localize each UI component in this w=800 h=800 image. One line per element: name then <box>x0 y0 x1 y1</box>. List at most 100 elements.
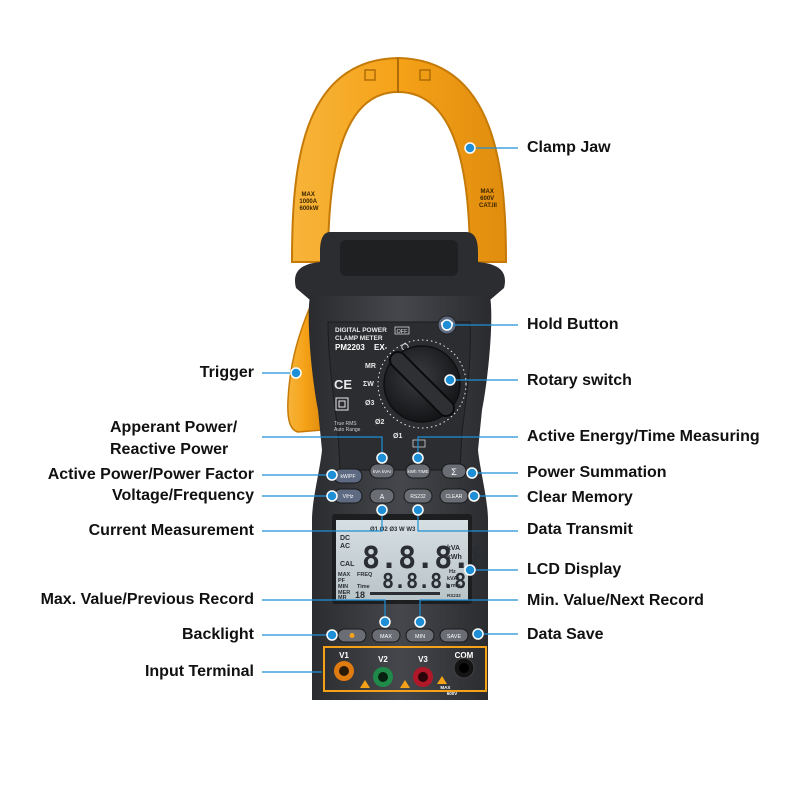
callout-min-value: Min. Value/Next Record <box>527 592 704 609</box>
callout-hold-button: Hold Button <box>527 316 619 333</box>
dial-label-phase1: Ø1 <box>393 433 402 440</box>
jaw-left-label-1: MAX <box>301 192 314 198</box>
callout-data-transmit: Data Transmit <box>527 521 633 538</box>
lcd-unit-hz: Hz <box>449 569 456 575</box>
lcd-record: 18 <box>355 590 365 600</box>
lcd-display: Ø1 Ø2 Ø3 W W3 DC AC CAL 8.8.8.8 kVA kWh … <box>332 514 488 604</box>
callout-input-terminal: Input Terminal <box>144 663 254 680</box>
model-line2: CLAMP METER <box>335 335 383 342</box>
jaw-left-label-2: 1000A <box>299 199 317 205</box>
jaw-right-label-2: 600V <box>480 196 494 202</box>
callout-data-save: Data Save <box>527 626 604 643</box>
callout-backlight: Backlight <box>181 626 254 643</box>
terminal-label-v1: V1 <box>339 651 349 660</box>
callout-lines <box>262 147 518 673</box>
backlight-icon <box>349 633 355 638</box>
lcd-time: Time <box>357 584 370 590</box>
svg-text:MIN: MIN <box>415 634 425 640</box>
lcd-max: MAX <box>338 572 351 578</box>
auto-range-label: Auto Range <box>334 427 361 433</box>
dial-label-phase2: Ø2 <box>375 419 384 426</box>
terminal-label-v3: V3 <box>418 655 428 664</box>
callout-trigger: Trigger <box>199 364 254 381</box>
double-insulation-icon <box>335 397 349 411</box>
save-button[interactable]: SAVE <box>439 628 469 643</box>
lcd-sub-digits: 8.8.8.8 <box>382 569 466 593</box>
ce-mark-text: CE <box>334 377 352 392</box>
callout-power-summation: Power Summation <box>527 464 667 481</box>
callout-current-measurement: Current Measurement <box>88 522 254 539</box>
lcd-bargraph <box>370 592 440 595</box>
model-code: PM2203 <box>335 343 365 352</box>
svg-text:RS232: RS232 <box>410 494 426 500</box>
callout-max-value: Max. Value/Previous Record <box>40 591 254 608</box>
callout-voltage-frequency: Voltage/Frequency <box>112 487 254 504</box>
callout-active-energy: Active Energy/Time Measuring <box>527 428 760 445</box>
terminal-label-com: COM <box>455 651 474 660</box>
off-indicator-2 <box>412 439 426 448</box>
terminal-label-v2: V2 <box>378 655 388 664</box>
svg-text:MAX 600V: MAX 600V <box>440 685 457 696</box>
lcd-rs232: RS232 <box>447 593 461 598</box>
rs232-button[interactable]: RS232 <box>403 488 433 504</box>
lcd-unit-kvar: kVAr <box>447 576 460 582</box>
model-suffix: EX- <box>374 343 388 352</box>
callout-apparent-power-line1: Apperant Power/ <box>110 419 238 436</box>
lcd-freq: FREQ <box>357 572 373 578</box>
sigma-button[interactable]: Σ <box>441 463 467 479</box>
v-hz-button[interactable]: V/Hz <box>333 488 363 504</box>
min-button[interactable]: MIN <box>405 628 435 643</box>
svg-text:MAX 600V CAT.III: MAX 600V CAT.III <box>479 189 497 209</box>
dial-position-labels: MR ΣW Ø3 Ø2 Ø1 <box>363 363 402 440</box>
jaw-right-label-1: MAX <box>480 189 493 195</box>
warning-icon <box>437 676 447 684</box>
lcd-pf: PF <box>338 578 346 584</box>
svg-text:SAVE: SAVE <box>447 634 462 640</box>
callout-clamp-jaw: Clamp Jaw <box>527 139 611 156</box>
off-label: OFF <box>394 326 410 335</box>
svg-text:OFF: OFF <box>397 329 409 335</box>
max-button[interactable]: MAX <box>371 628 401 643</box>
rotary-switch[interactable] <box>377 339 467 429</box>
lcd-mr: MR <box>338 595 347 601</box>
dial-label-phase3: Ø3 <box>365 400 374 407</box>
lcd-cal: CAL <box>340 561 355 568</box>
callout-apparent-power-line2: Reactive Power <box>110 441 229 458</box>
lcd-unit-hmin: h min <box>446 583 461 589</box>
svg-text:Σ: Σ <box>451 467 457 477</box>
callout-active-power: Active Power/Power Factor <box>47 466 254 483</box>
terminal-v2[interactable] <box>373 667 393 687</box>
lcd-mer: MER <box>338 590 350 596</box>
lcd-dc: DC <box>340 535 350 542</box>
terminal-warn-1: MAX <box>440 685 450 690</box>
warning-icon <box>360 680 370 688</box>
terminal-v3[interactable] <box>413 667 433 687</box>
kw-pf-button[interactable]: kW/PF <box>333 468 363 484</box>
svg-text:kWh TIME: kWh TIME <box>408 469 429 474</box>
kwh-time-button[interactable]: kWh TIME <box>405 463 431 479</box>
terminal-com[interactable] <box>453 657 475 679</box>
svg-text:V/Hz: V/Hz <box>343 494 354 500</box>
input-terminals: V1 V2 V3 COM MAX 600V <box>323 646 487 696</box>
lcd-top-row: Ø1 Ø2 Ø3 W W3 <box>370 527 416 533</box>
a-button[interactable]: A <box>369 488 395 504</box>
jaw-left-label-3: 600kW <box>299 206 318 212</box>
ce-mark: CE True RMS Auto Range <box>334 377 361 433</box>
lcd-unit-kwh: kWh <box>447 554 462 561</box>
clamp-jaw: MAX 1000A 600kW MAX 600V CAT.III <box>290 56 508 263</box>
warning-icon <box>400 680 410 688</box>
clear-button[interactable]: CLEAR <box>439 488 469 504</box>
backlight-button[interactable] <box>337 628 367 643</box>
callout-rotary-switch: Rotary switch <box>527 372 632 389</box>
terminal-highlight-box <box>323 646 487 692</box>
kva-kvar-button[interactable]: kVA kVAr <box>369 463 395 479</box>
jaw-right-label-3: CAT.III <box>479 203 497 209</box>
dial-label-sum-w: ΣW <box>363 381 374 388</box>
terminal-v1[interactable] <box>334 661 354 681</box>
lcd-ac: AC <box>340 543 350 550</box>
true-rms-label: True RMS <box>334 421 357 427</box>
terminal-warn-2: 600V <box>447 691 458 696</box>
callout-clear-memory: Clear Memory <box>527 489 633 506</box>
bottom-buttons: MAX MIN SAVE <box>337 628 469 643</box>
